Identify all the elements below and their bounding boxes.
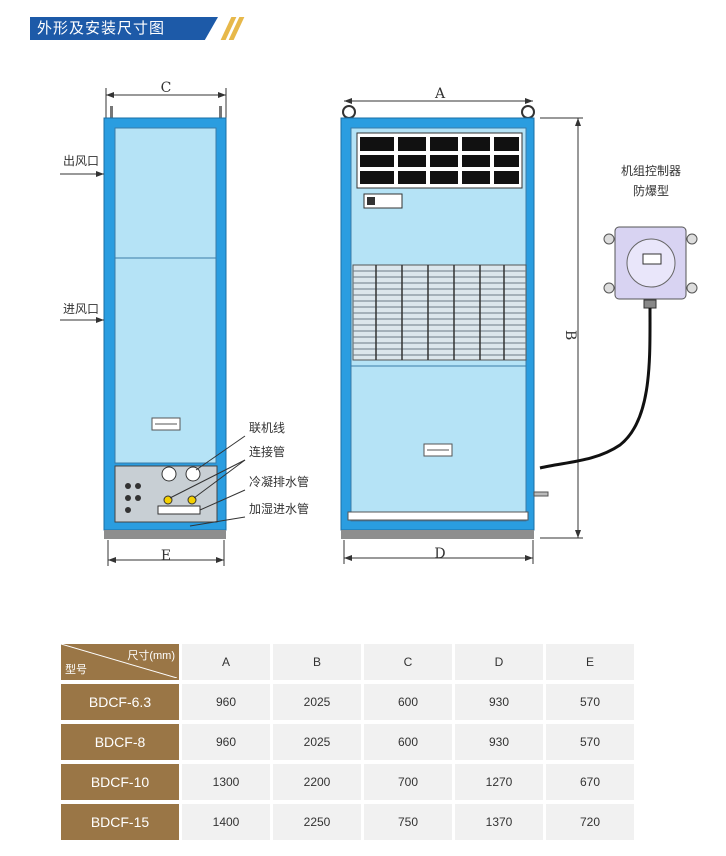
table-cell: 930 xyxy=(455,684,543,720)
corner-model-label: 型号 xyxy=(65,664,87,676)
table-cell: 1300 xyxy=(182,764,270,800)
table-cell: 930 xyxy=(455,724,543,760)
air-in-label: 进风口 xyxy=(63,302,99,316)
controller-title: 机组控制器 xyxy=(621,164,681,178)
table-row: BDCF-10 1300 2200 700 1270 670 xyxy=(61,764,634,800)
table-cell: 570 xyxy=(546,684,634,720)
installation-drawing: C E 出风口 进风口 xyxy=(60,80,698,566)
model-cell: BDCF-15 xyxy=(61,804,179,840)
column-header: E xyxy=(546,644,634,680)
table-cell: 2200 xyxy=(273,764,361,800)
table-cell: 1400 xyxy=(182,804,270,840)
callout-water-inlet: 加湿进水管 xyxy=(249,501,309,516)
dim-d-label: D xyxy=(434,546,445,562)
controller: 机组控制器 防爆型 xyxy=(539,164,698,470)
dim-e-label: E xyxy=(161,548,171,564)
callout-drain-pipe: 冷凝排水管 xyxy=(249,474,309,489)
column-header: D xyxy=(455,644,543,680)
controller-subtitle: 防爆型 xyxy=(633,183,669,198)
table-corner-cell: 尺寸(mm) 型号 xyxy=(61,644,179,680)
table-cell: 2025 xyxy=(273,684,361,720)
dim-a-label: A xyxy=(434,86,446,102)
callout-connecting-pipe: 连接管 xyxy=(249,444,285,459)
side-view: C E 出风口 进风口 xyxy=(60,80,309,566)
table-row: BDCF-6.3 960 2025 600 930 570 xyxy=(61,684,634,720)
table-cell: 960 xyxy=(182,684,270,720)
table-cell: 720 xyxy=(546,804,634,840)
column-header: C xyxy=(364,644,452,680)
corner-dimension-label: 尺寸(mm) xyxy=(127,650,175,662)
dim-c-label: C xyxy=(161,80,172,96)
table-cell: 750 xyxy=(364,804,452,840)
table-cell: 700 xyxy=(364,764,452,800)
section-title: 外形及安装尺寸图 xyxy=(30,17,218,40)
table-cell: 2250 xyxy=(273,804,361,840)
table-header-row: 尺寸(mm) 型号 A B C D E xyxy=(61,644,634,680)
table-cell: 960 xyxy=(182,724,270,760)
table-cell: 600 xyxy=(364,684,452,720)
dim-b-label: B xyxy=(562,330,578,340)
table-cell: 1270 xyxy=(455,764,543,800)
callout-interconnect: 联机线 xyxy=(249,421,285,435)
model-cell: BDCF-8 xyxy=(61,724,179,760)
table-cell: 600 xyxy=(364,724,452,760)
table-cell: 570 xyxy=(546,724,634,760)
table-row: BDCF-8 960 2025 600 930 570 xyxy=(61,724,634,760)
model-cell: BDCF-6.3 xyxy=(61,684,179,720)
table-cell: 1370 xyxy=(455,804,543,840)
air-out-label: 出风口 xyxy=(63,154,99,168)
model-cell: BDCF-10 xyxy=(61,764,179,800)
table-cell: 670 xyxy=(546,764,634,800)
spec-table: 尺寸(mm) 型号 A B C D E BDCF-6.3 960 2025 60… xyxy=(58,640,637,844)
front-view: A xyxy=(340,86,583,564)
column-header: A xyxy=(182,644,270,680)
column-header: B xyxy=(273,644,361,680)
table-cell: 2025 xyxy=(273,724,361,760)
table-row: BDCF-15 1400 2250 750 1370 720 xyxy=(61,804,634,840)
